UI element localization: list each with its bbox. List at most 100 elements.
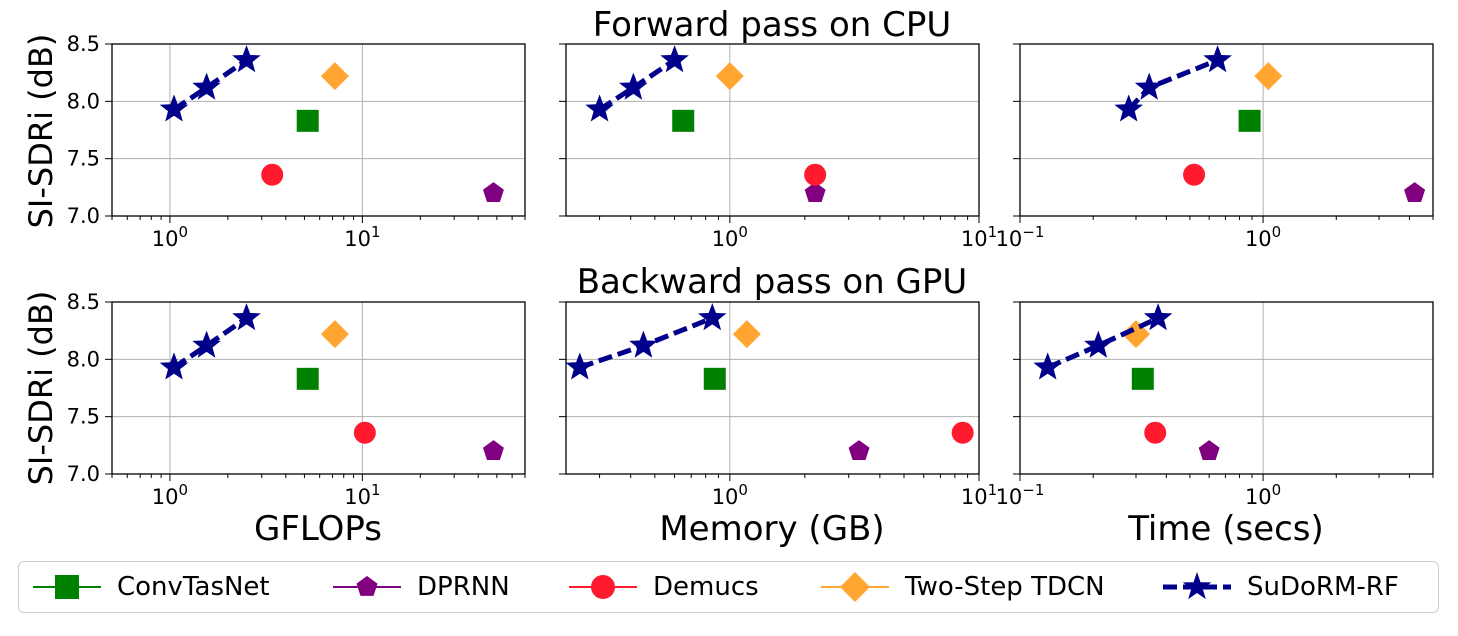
point-sudorm-rf	[1114, 94, 1143, 122]
point-convtasnet	[296, 109, 319, 132]
pentagon-marker-icon	[333, 576, 401, 596]
point-two-step-tdcn	[320, 320, 349, 349]
point-sudorm-rf	[192, 72, 221, 100]
series-line-sudorm-rf	[172, 58, 248, 112]
point-dprnn	[1404, 182, 1426, 202]
point-two-step-tdcn	[732, 320, 761, 349]
legend-item-sudorm-rf: SuDoRM-RF	[1161, 562, 1399, 612]
point-sudorm-rf	[1033, 352, 1062, 380]
y-tick-label: 8.0	[67, 347, 100, 371]
x-tick-label: 101	[344, 481, 380, 509]
ylabel-bottom: SI-SDRi (dB)	[22, 291, 60, 486]
point-sudorm-rf	[159, 94, 189, 122]
point-sudorm-rf	[232, 45, 261, 73]
point-sudorm-rf	[1203, 45, 1232, 73]
axes-frame	[565, 43, 980, 217]
subplot-6: 10−1 100	[996, 301, 1434, 509]
x-tick-label: 100	[152, 481, 188, 509]
y-tick-label: 7.5	[67, 405, 100, 429]
point-sudorm-rf	[1084, 330, 1113, 358]
figure: Forward pass on CPU Backward pass on GPU…	[22, 5, 1434, 549]
point-sudorm-rf	[232, 303, 261, 331]
legend-label: SuDoRM-RF	[1247, 572, 1399, 602]
point-convtasnet	[296, 367, 319, 390]
legend: ConvTasNet DPRNN Demucs Two-Step TDCN Su…	[18, 561, 1439, 613]
point-sudorm-rf	[698, 303, 727, 331]
point-sudorm-rf	[660, 45, 689, 73]
x-tick-label: 101	[344, 223, 380, 251]
x-tick-label: 101	[961, 223, 997, 251]
point-demucs	[804, 163, 827, 186]
point-demucs	[353, 421, 376, 444]
legend-label: ConvTasNet	[117, 572, 270, 602]
subplot-2: 100 101	[559, 43, 997, 251]
legend-label: Two-Step TDCN	[905, 572, 1105, 602]
x-tick-label: 10−1	[996, 223, 1045, 251]
subplot-3: 10−1 100	[996, 43, 1434, 251]
point-sudorm-rf	[585, 94, 614, 122]
point-sudorm-rf	[1143, 303, 1173, 331]
axes-frame	[1019, 301, 1434, 475]
x-tick-label: 10−1	[996, 481, 1045, 509]
point-convtasnet	[1131, 367, 1154, 390]
point-convtasnet	[1238, 109, 1261, 132]
legend-item-dprnn: DPRNN	[331, 562, 510, 612]
x-tick-label: 100	[1245, 223, 1281, 251]
point-two-step-tdcn	[320, 62, 349, 91]
circle-marker-icon	[569, 575, 637, 599]
y-tick-label: 8.5	[67, 290, 100, 314]
point-dprnn	[483, 440, 504, 460]
point-demucs	[261, 163, 284, 186]
axes-frame	[1019, 43, 1434, 217]
x-tick-label: 100	[152, 223, 188, 251]
legend-label: Demucs	[653, 572, 759, 602]
x-tick-label: 101	[961, 481, 997, 509]
point-two-step-tdcn	[715, 62, 744, 91]
diamond-marker-icon	[821, 572, 889, 602]
x-tick-label: 100	[712, 223, 748, 251]
axes-frame	[111, 43, 526, 217]
y-tick-label: 7.0	[67, 462, 100, 486]
ylabel-top: SI-SDRi (dB)	[22, 34, 60, 229]
legend-label: DPRNN	[417, 572, 510, 602]
xlabel-gflops: GFLOPs	[254, 509, 382, 549]
point-demucs	[1183, 163, 1206, 186]
y-tick-label: 8.5	[67, 32, 100, 56]
point-demucs	[951, 421, 974, 444]
point-dprnn	[804, 182, 826, 202]
row-title-forward: Forward pass on CPU	[593, 5, 951, 45]
point-sudorm-rf	[159, 352, 189, 380]
subplot-1: 100 101 7.0 7.5 8.0 8.5	[67, 32, 526, 251]
xlabel-memory: Memory (GB)	[659, 509, 884, 549]
point-sudorm-rf	[619, 72, 648, 100]
subplot-5: 100 101	[559, 301, 997, 509]
square-marker-icon	[33, 575, 101, 599]
series-line-sudorm-rf	[172, 316, 248, 370]
point-sudorm-rf	[565, 352, 595, 380]
point-sudorm-rf	[192, 330, 221, 358]
row-title-backward: Backward pass on GPU	[577, 262, 968, 302]
x-tick-label: 100	[1245, 481, 1281, 509]
point-sudorm-rf	[629, 330, 658, 358]
axes-frame	[565, 301, 980, 475]
y-tick-label: 7.5	[67, 147, 100, 171]
subplot-4: 100 101 7.0 7.5 8.0 8.5	[67, 290, 526, 509]
x-tick-label: 100	[712, 481, 748, 509]
axes-frame	[111, 301, 526, 475]
point-dprnn	[483, 182, 504, 202]
point-dprnn	[1198, 440, 1220, 460]
point-sudorm-rf	[1134, 72, 1164, 100]
point-convtasnet	[703, 367, 726, 390]
legend-item-convtasnet: ConvTasNet	[31, 562, 270, 612]
point-two-step-tdcn	[1254, 62, 1283, 91]
legend-item-demucs: Demucs	[567, 562, 759, 612]
xlabel-time: Time (secs)	[1127, 509, 1324, 549]
point-demucs	[1144, 421, 1167, 444]
y-tick-label: 7.0	[67, 204, 100, 228]
legend-item-two-step-tdcn: Two-Step TDCN	[819, 562, 1105, 612]
y-tick-label: 8.0	[67, 89, 100, 113]
point-convtasnet	[672, 109, 695, 132]
star-marker-icon	[1163, 572, 1231, 600]
point-dprnn	[848, 440, 870, 460]
